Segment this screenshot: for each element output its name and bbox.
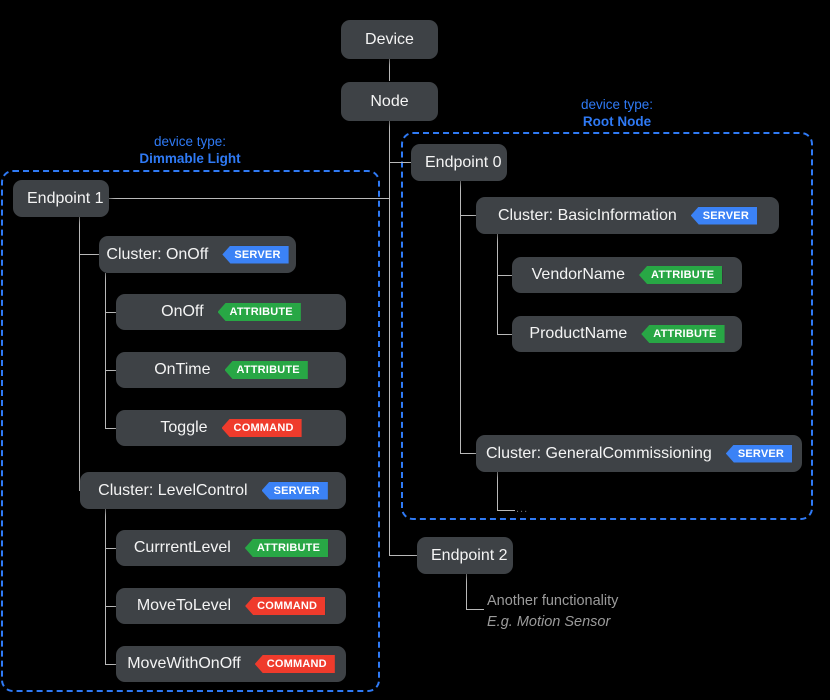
connector-generalcommissioning-spine bbox=[497, 472, 498, 510]
cluster-onoff-label: Cluster: OnOff bbox=[106, 245, 209, 263]
attribute-vendorname-label: VendorName bbox=[531, 266, 626, 283]
device-type-kind: device type: bbox=[580, 97, 654, 112]
endpoint-2-label: Endpoint 2 bbox=[431, 546, 508, 564]
connector-basicinformation-spine bbox=[497, 234, 498, 334]
device-type-label-root-node: device type: Root Node bbox=[517, 97, 717, 131]
endpoint-2-note-line-2: E.g. Motion Sensor bbox=[487, 614, 611, 631]
node-device[interactable]: Device bbox=[341, 20, 438, 59]
connector-trunk-to-endpoint-2 bbox=[389, 555, 417, 556]
command-movetolevel-label: MoveToLevel bbox=[136, 597, 232, 614]
device-type-kind: device type: bbox=[153, 134, 227, 149]
device-type-name: Root Node bbox=[582, 113, 652, 129]
node-cluster-generalcommissioning[interactable]: Cluster: GeneralCommissioning SERVER bbox=[476, 435, 802, 472]
device-type-region-dimmable-light bbox=[1, 170, 380, 692]
command-movewithonoff-label: MoveWithOnOff bbox=[127, 655, 241, 672]
connector-endpoint-1-to-onoff bbox=[79, 254, 99, 255]
connector-trunk-to-endpoint-1 bbox=[109, 198, 390, 199]
connector-endpoint-0-to-basicinformation bbox=[460, 215, 477, 216]
connector-endpoint-0-spine bbox=[460, 181, 461, 453]
node-endpoint-2[interactable]: Endpoint 2 bbox=[417, 537, 513, 574]
badge-attribute: ATTRIBUTE bbox=[224, 361, 308, 379]
node-attribute-ontime[interactable]: OnTime ATTRIBUTE bbox=[116, 352, 346, 388]
generalcommissioning-more-ellipsis: ... bbox=[516, 503, 529, 515]
endpoint-2-note-line-1: Another functionality bbox=[487, 593, 619, 609]
node-device-label: Device bbox=[365, 30, 414, 48]
connector-levelcontrol-to-movewithonoff bbox=[105, 664, 121, 665]
connector-node-trunk bbox=[389, 121, 390, 555]
node-cluster-levelcontrol[interactable]: Cluster: LevelControl SERVER bbox=[80, 472, 346, 509]
badge-command: COMMAND bbox=[221, 419, 302, 437]
connector-onoff-to-ontime-attr bbox=[105, 370, 121, 371]
badge-server: SERVER bbox=[261, 481, 328, 500]
cluster-basicinformation-label: Cluster: BasicInformation bbox=[498, 206, 677, 224]
badge-attribute: ATTRIBUTE bbox=[641, 325, 725, 343]
cluster-levelcontrol-label: Cluster: LevelControl bbox=[98, 481, 248, 499]
badge-server: SERVER bbox=[725, 444, 793, 463]
node-cluster-basicinformation[interactable]: Cluster: BasicInformation SERVER bbox=[476, 197, 779, 234]
connector-endpoint-2-spine bbox=[466, 574, 467, 609]
node-node[interactable]: Node bbox=[341, 82, 438, 121]
device-type-label-dimmable-light: device type: Dimmable Light bbox=[90, 134, 290, 168]
badge-server: SERVER bbox=[222, 245, 289, 264]
command-toggle-label: Toggle bbox=[160, 419, 208, 436]
connector-onoff-spine bbox=[105, 273, 106, 428]
connector-levelcontrol-spine bbox=[105, 509, 106, 664]
node-command-toggle[interactable]: Toggle COMMAND bbox=[116, 410, 346, 446]
endpoint-0-label: Endpoint 0 bbox=[425, 153, 502, 171]
node-node-label: Node bbox=[370, 92, 409, 110]
node-attribute-vendorname[interactable]: VendorName ATTRIBUTE bbox=[512, 257, 742, 293]
connector-generalcommissioning-more bbox=[497, 510, 515, 511]
connector-endpoint-2-to-note bbox=[466, 609, 484, 610]
connector-onoff-to-toggle-cmd bbox=[105, 428, 121, 429]
attribute-ontime-label: OnTime bbox=[154, 361, 211, 378]
connector-basicinformation-to-productname bbox=[497, 334, 513, 335]
device-type-name: Dimmable Light bbox=[139, 150, 241, 166]
badge-command: COMMAND bbox=[254, 655, 335, 673]
node-command-movewithonoff[interactable]: MoveWithOnOff COMMAND bbox=[116, 646, 346, 682]
device-type-region-root-node bbox=[401, 132, 813, 520]
node-attribute-onoff[interactable]: OnOff ATTRIBUTE bbox=[116, 294, 346, 330]
attribute-onoff-label: OnOff bbox=[161, 303, 204, 320]
connector-endpoint-0-to-generalcommissioning bbox=[460, 453, 477, 454]
badge-attribute: ATTRIBUTE bbox=[639, 266, 723, 284]
connector-device-to-node bbox=[389, 59, 390, 81]
attribute-currentlevel-label: CurrrentLevel bbox=[133, 539, 231, 556]
connector-trunk-to-endpoint-0 bbox=[389, 162, 412, 163]
connector-basicinformation-to-vendorname bbox=[497, 275, 513, 276]
node-attribute-currentlevel[interactable]: CurrrentLevel ATTRIBUTE bbox=[116, 530, 346, 566]
node-endpoint-0[interactable]: Endpoint 0 bbox=[411, 144, 507, 181]
node-endpoint-1[interactable]: Endpoint 1 bbox=[13, 180, 109, 217]
connector-levelcontrol-to-movetolevel bbox=[105, 606, 121, 607]
badge-server: SERVER bbox=[690, 206, 757, 225]
connector-endpoint-1-spine bbox=[79, 217, 80, 490]
node-cluster-onoff[interactable]: Cluster: OnOff SERVER bbox=[99, 236, 296, 273]
cluster-generalcommissioning-label: Cluster: GeneralCommissioning bbox=[485, 444, 712, 462]
connector-levelcontrol-to-currentlevel bbox=[105, 548, 121, 549]
connector-onoff-to-onoff-attr bbox=[105, 312, 121, 313]
attribute-productname-label: ProductName bbox=[529, 325, 628, 342]
badge-attribute: ATTRIBUTE bbox=[244, 539, 329, 557]
node-command-movetolevel[interactable]: MoveToLevel COMMAND bbox=[116, 588, 346, 624]
endpoint-1-label: Endpoint 1 bbox=[27, 189, 104, 207]
node-attribute-productname[interactable]: ProductName ATTRIBUTE bbox=[512, 316, 742, 352]
badge-attribute: ATTRIBUTE bbox=[217, 303, 301, 321]
badge-command: COMMAND bbox=[245, 597, 326, 615]
endpoint-2-note: Another functionality E.g. Motion Sensor bbox=[487, 591, 618, 633]
